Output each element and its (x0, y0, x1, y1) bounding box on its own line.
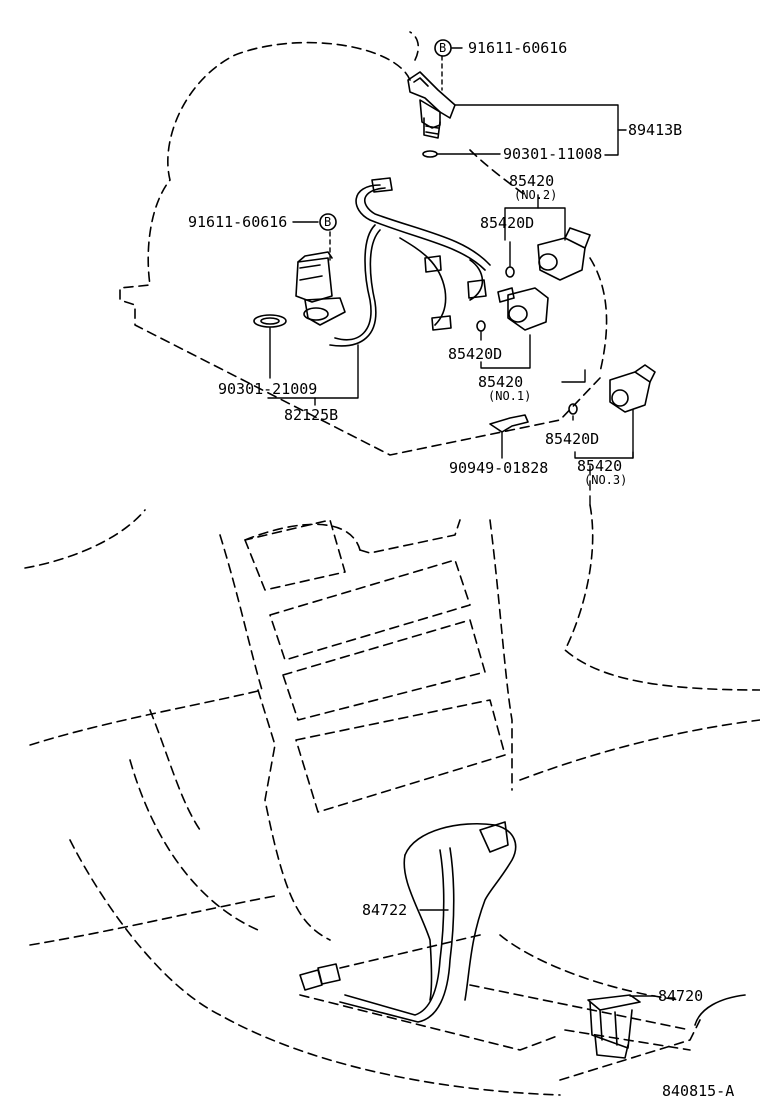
speed-sensor-upper (407, 71, 456, 158)
label-sol-no1-num: 85420 (478, 373, 524, 391)
shift-knob (299, 821, 517, 1023)
reference-code: 840815-A (662, 1082, 735, 1100)
label-sol-no3-tag: (NO.3) (584, 473, 628, 487)
label-bolt-left: 91611-60616 (188, 213, 288, 231)
label-sol-no3-num: 85420 (577, 457, 623, 475)
transmission-housing-outline (119, 31, 608, 456)
leader-lines (267, 47, 656, 997)
label-switch: 84720 (658, 987, 704, 1005)
solenoid-no3 (568, 364, 656, 415)
speed-sensor-left (253, 251, 346, 328)
label-sensor-assy: 89413B (628, 121, 683, 139)
housing-edge-right (694, 994, 746, 1026)
label-oring-no3: 85420D (545, 430, 600, 448)
label-oring-upper: 90301-11008 (503, 145, 603, 163)
label-shift-wire: 84722 (362, 901, 408, 919)
bolt-marker-left (319, 213, 337, 231)
label-sol-no1-tag: (NO.1) (488, 389, 532, 403)
label-oring-no2: 85420D (480, 214, 535, 232)
label-sol-no2-num: 85420 (509, 172, 555, 190)
solenoid-no2 (505, 227, 591, 281)
solenoid-no1 (476, 287, 549, 332)
label-sensor-left: 82125B (284, 406, 339, 424)
label-oring-left: 90301-21009 (218, 380, 318, 398)
label-sol-no2-tag: (NO.2) (514, 188, 558, 202)
switch-part (587, 994, 641, 1059)
label-clip: 90949-01828 (449, 459, 549, 477)
label-oring-no1: 85420D (448, 345, 503, 363)
bolt-marker-left-letter: B (324, 215, 332, 229)
bolt-marker-upper-letter: B (439, 41, 447, 55)
harness-clip (489, 414, 529, 433)
label-bolt-upper: 91611-60616 (468, 39, 568, 57)
console-outline (24, 504, 760, 1096)
bolt-marker-upper (434, 39, 452, 57)
wire-harness (329, 177, 491, 347)
